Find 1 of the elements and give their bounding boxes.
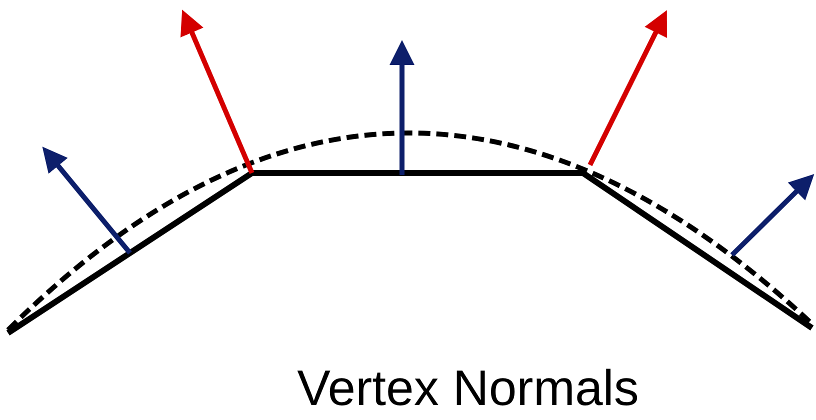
caption: Vertex Normals [296, 360, 640, 416]
